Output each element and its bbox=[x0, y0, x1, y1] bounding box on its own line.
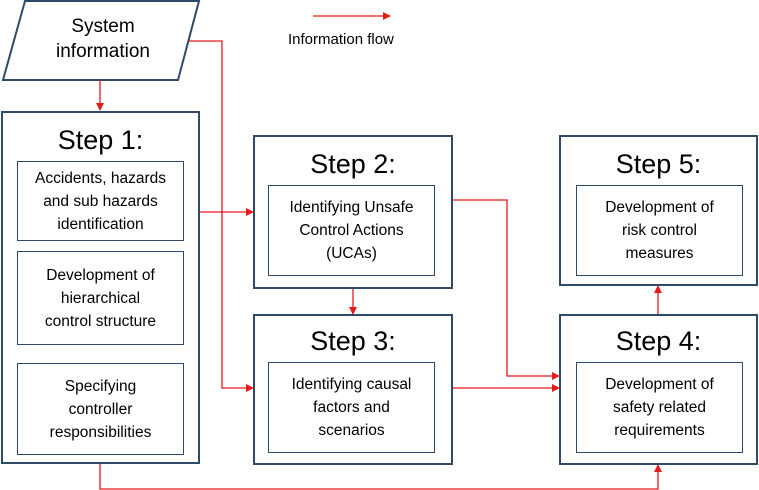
step2-item-ucas: Identifying Unsafe Control Actions (UCAs… bbox=[268, 185, 435, 276]
step2-box: Step 2: Identifying Unsafe Control Actio… bbox=[253, 135, 453, 289]
step3-box: Step 3: Identifying causal factors and s… bbox=[253, 314, 453, 465]
step1-item-control-structure: Development of hierarchical control stru… bbox=[17, 251, 184, 345]
step1-item-hazards: Accidents, hazards and sub hazards ident… bbox=[17, 161, 184, 241]
step5-box: Step 5: Development of risk control meas… bbox=[559, 135, 758, 286]
flow-step1-to-step4 bbox=[99, 464, 662, 490]
step3-item-causal-factors: Identifying causal factors and scenarios bbox=[268, 362, 435, 453]
step3-title: Step 3: bbox=[310, 326, 396, 356]
step5-title: Step 5: bbox=[615, 149, 702, 179]
step5-item-risk-control: Development of risk control measures bbox=[576, 185, 743, 276]
flow-step2-to-step4 bbox=[453, 199, 560, 380]
step4-item-requirements: Development of safety related requiremen… bbox=[576, 362, 743, 453]
step1-box: Step 1: Accidents, hazards and sub hazar… bbox=[1, 111, 200, 464]
step1-title: Step 1: bbox=[57, 125, 144, 155]
system-information-label: System information bbox=[56, 16, 150, 62]
step4-box: Step 4: Development of safety related re… bbox=[559, 314, 758, 465]
legend-label: Information flow bbox=[288, 31, 394, 48]
step2-title: Step 2: bbox=[310, 149, 396, 179]
step1-item-responsibilities: Specifying controller responsibilities bbox=[17, 363, 184, 455]
step4-title: Step 4: bbox=[615, 326, 702, 356]
